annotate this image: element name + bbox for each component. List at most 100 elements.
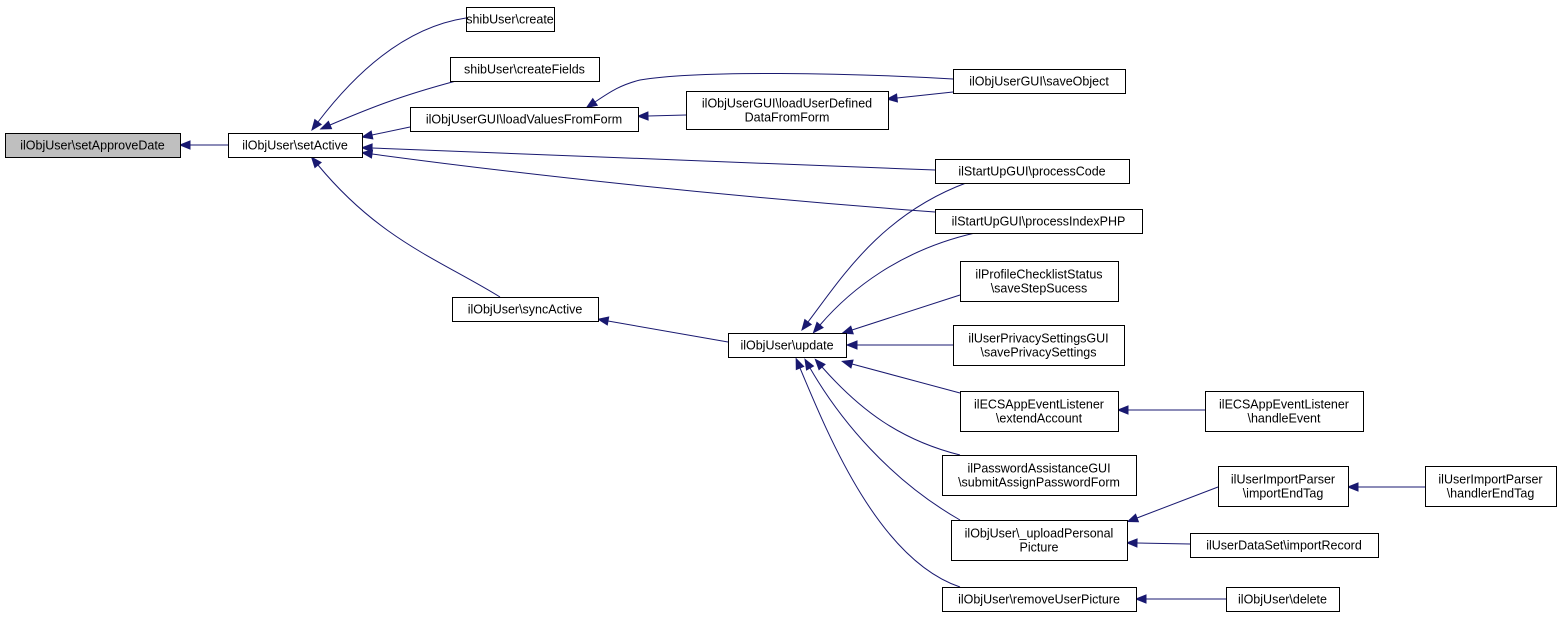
node-label: ilObjUser\setActive bbox=[242, 139, 348, 153]
edge-line bbox=[317, 164, 501, 298]
node-box[interactable] bbox=[951, 520, 1128, 561]
node-box[interactable] bbox=[466, 7, 555, 32]
node-box[interactable] bbox=[1218, 466, 1349, 507]
node-box[interactable] bbox=[1205, 391, 1364, 432]
node-label: shibUser\create bbox=[466, 13, 554, 27]
arrowhead-icon bbox=[804, 358, 815, 371]
node-label: \extendAccount bbox=[996, 412, 1083, 426]
node-label: ilProfileChecklistStatus bbox=[975, 268, 1102, 282]
arrowhead-icon bbox=[311, 118, 323, 132]
node-setApproveDate[interactable]: ilObjUser\setApproveDate bbox=[5, 133, 181, 158]
node-loadValuesFromForm[interactable]: ilObjUserGUI\loadValuesFromForm bbox=[410, 107, 639, 132]
node-importEndTag[interactable]: ilUserImportParser\importEndTag bbox=[1218, 466, 1349, 507]
edge-importEndTag-to-uploadPersonalPicture bbox=[1126, 486, 1219, 523]
node-label: ilObjUserGUI\loadUserDefined bbox=[702, 97, 872, 111]
arrowhead-icon bbox=[1125, 538, 1138, 548]
node-box[interactable] bbox=[942, 587, 1137, 612]
edge-line bbox=[371, 147, 936, 171]
edge-setActive-to-setApproveDate bbox=[178, 140, 228, 150]
edge-line bbox=[896, 91, 954, 99]
node-label: \importEndTag bbox=[1243, 487, 1324, 501]
node-box[interactable] bbox=[1190, 533, 1379, 558]
arrowhead-icon bbox=[178, 140, 191, 150]
edge-line bbox=[371, 153, 936, 213]
node-label: \handleEvent bbox=[1248, 412, 1322, 426]
edge-saveObject-to-loadValuesFromForm bbox=[585, 72, 954, 109]
node-box[interactable] bbox=[728, 333, 847, 358]
edge-update-to-syncActive bbox=[596, 316, 729, 343]
node-extendAccount[interactable]: ilECSAppEventListener\extendAccount bbox=[960, 391, 1119, 432]
node-importRecord[interactable]: ilUserDataSet\importRecord bbox=[1190, 533, 1379, 558]
node-box[interactable] bbox=[960, 391, 1119, 432]
arrowhead-icon bbox=[360, 149, 374, 159]
node-submitAssignPasswordForm[interactable]: ilPasswordAssistanceGUI\submitAssignPass… bbox=[942, 455, 1137, 496]
node-box[interactable] bbox=[953, 69, 1126, 94]
arrowhead-icon bbox=[795, 357, 805, 371]
edge-line bbox=[317, 17, 467, 123]
node-box[interactable] bbox=[410, 107, 639, 132]
node-box[interactable] bbox=[935, 159, 1130, 184]
edge-saveObject-to-loadUserDefinedDataFromForm bbox=[885, 91, 954, 103]
node-label: ilObjUserGUI\loadValuesFromForm bbox=[426, 113, 622, 127]
node-label: ilUserDataSet\importRecord bbox=[1206, 539, 1362, 553]
edge-savePrivacySettings-to-update bbox=[845, 340, 953, 350]
node-box[interactable] bbox=[942, 455, 1137, 496]
edge-line bbox=[809, 367, 961, 521]
node-saveObject[interactable]: ilObjUserGUI\saveObject bbox=[953, 69, 1126, 94]
node-label: ilObjUser\delete bbox=[1238, 593, 1327, 607]
arrowhead-icon bbox=[585, 97, 599, 109]
arrowhead-icon bbox=[360, 143, 373, 153]
arrowhead-icon bbox=[360, 130, 374, 140]
node-savePrivacySettings[interactable]: ilUserPrivacySettingsGUI\savePrivacySett… bbox=[953, 325, 1125, 366]
node-syncActive[interactable]: ilObjUser\syncActive bbox=[452, 297, 599, 322]
node-label: ilUserImportParser bbox=[1231, 473, 1335, 487]
edges-layer bbox=[178, 17, 1425, 604]
node-shibCreate[interactable]: shibUser\create bbox=[466, 7, 555, 32]
node-box[interactable] bbox=[1425, 466, 1557, 507]
node-label: ilPasswordAssistanceGUI bbox=[967, 462, 1110, 476]
node-box[interactable] bbox=[5, 133, 181, 158]
node-processCode[interactable]: ilStartUpGUI\processCode bbox=[935, 159, 1130, 184]
edge-loadValuesFromForm-to-setActive bbox=[360, 126, 411, 140]
node-removeUserPicture[interactable]: ilObjUser\removeUserPicture bbox=[942, 587, 1137, 612]
node-box[interactable] bbox=[686, 91, 889, 130]
node-delete[interactable]: ilObjUser\delete bbox=[1226, 587, 1340, 612]
edge-line bbox=[1136, 542, 1191, 545]
node-saveStepSucess[interactable]: ilProfileChecklistStatus\saveStepSucess bbox=[960, 261, 1119, 302]
node-box[interactable] bbox=[960, 261, 1119, 302]
node-handlerEndTag[interactable]: ilUserImportParser\handlerEndTag bbox=[1425, 466, 1557, 507]
node-box[interactable] bbox=[228, 133, 363, 158]
node-label: ilObjUser\_uploadPersonal bbox=[965, 527, 1114, 541]
node-box[interactable] bbox=[450, 57, 600, 82]
node-shibCreateFields[interactable]: shibUser\createFields bbox=[450, 57, 600, 82]
edge-processCode-to-setActive bbox=[360, 143, 936, 171]
node-update[interactable]: ilObjUser\update bbox=[728, 333, 847, 358]
node-box[interactable] bbox=[953, 325, 1125, 366]
arrowhead-icon bbox=[814, 358, 826, 371]
node-processIndexPHP[interactable]: ilStartUpGUI\processIndexPHP bbox=[935, 209, 1143, 234]
node-label: \saveStepSucess bbox=[991, 282, 1088, 296]
arrowhead-icon bbox=[1134, 594, 1147, 604]
node-label: ilObjUser\setApproveDate bbox=[20, 139, 165, 153]
arrowhead-icon bbox=[1126, 513, 1140, 523]
edge-uploadPersonalPicture-to-update bbox=[804, 358, 961, 521]
node-setActive[interactable]: ilObjUser\setActive bbox=[228, 133, 363, 158]
node-label: ilStartUpGUI\processIndexPHP bbox=[952, 215, 1126, 229]
node-label: ilECSAppEventListener bbox=[1219, 398, 1349, 412]
edge-line bbox=[329, 80, 457, 126]
node-box[interactable] bbox=[935, 209, 1143, 234]
edge-processCode-to-update bbox=[801, 182, 967, 332]
edge-line bbox=[371, 126, 411, 136]
node-box[interactable] bbox=[452, 297, 599, 322]
edge-line bbox=[819, 232, 976, 326]
edge-line bbox=[1136, 486, 1219, 519]
node-handleEvent[interactable]: ilECSAppEventListener\handleEvent bbox=[1205, 391, 1364, 432]
arrowhead-icon bbox=[885, 93, 899, 103]
node-label: DataFromForm bbox=[745, 111, 830, 125]
node-box[interactable] bbox=[1226, 587, 1340, 612]
arrowhead-icon bbox=[841, 359, 854, 369]
edge-line bbox=[607, 320, 729, 343]
